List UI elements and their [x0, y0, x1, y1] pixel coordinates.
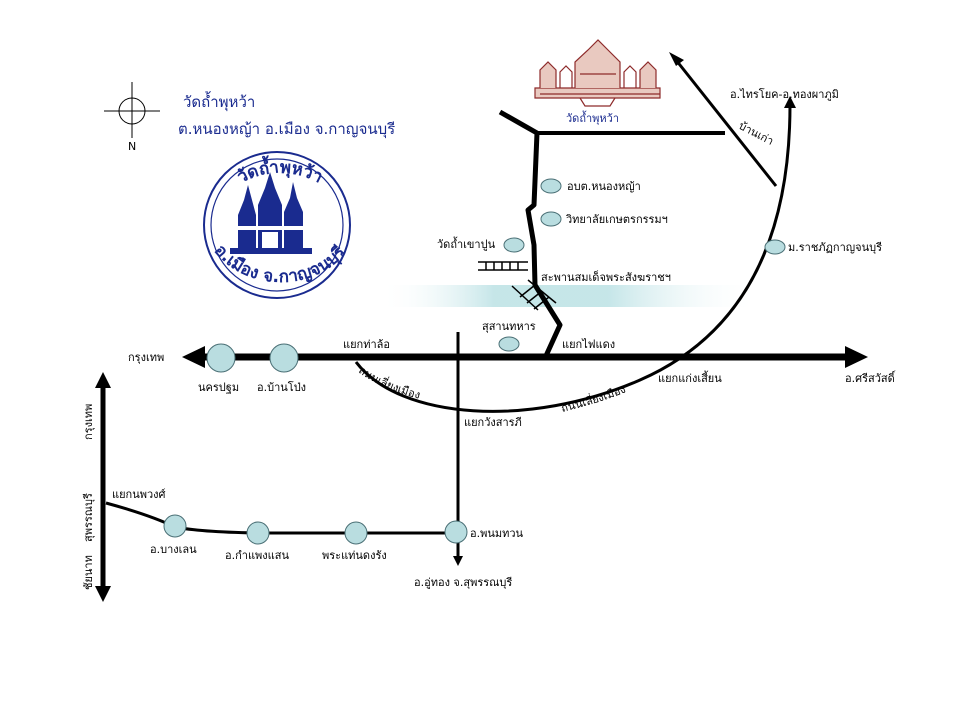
label-vertical-suphan: สุพรรณบุรี [82, 493, 95, 542]
lower-route [105, 501, 455, 535]
temple-road [498, 109, 563, 360]
label-college: วิทยาลัยเกษตรกรรมฯ [565, 213, 668, 226]
label-tha-lo: แยกท่าล้อ [343, 338, 390, 351]
temple-seal-logo: วัดถ้ำพุหว้า อ.เมือง จ.กาญจนบุรี [203, 151, 351, 299]
arrow-sai-yok-icon [669, 52, 778, 187]
label-road-bangkok: กรุงเทพ [128, 351, 164, 364]
marker-kamphaeng-saen[interactable] [246, 521, 270, 545]
label-nakhon-pathom: นครปฐม [198, 381, 239, 394]
arrow-right-icon [845, 346, 868, 368]
marker-khao-pun[interactable] [503, 237, 525, 253]
arrow-left-icon [182, 346, 205, 368]
label-kon-phuang: แยกนพวงศ์ [112, 488, 166, 501]
marker-college[interactable] [540, 211, 562, 227]
label-kamphaeng-saen: อ.กำแพงแสน [225, 549, 289, 562]
label-cemetery: สุสานทหาร [482, 320, 536, 333]
marker-bang-len[interactable] [163, 514, 187, 538]
marker-phanom-thuan[interactable] [444, 520, 468, 544]
label-vertical-chainat: ชัยนาท [82, 555, 95, 590]
label-road-si-sawat: อ.ศรีสวัสดิ์ [845, 370, 896, 385]
bypass-road [354, 104, 792, 413]
arrow-down-icon [453, 556, 463, 566]
page-subtitle: ต.หนองหญ้า อ.เมือง จ.กาญจนบุรี [178, 120, 395, 139]
label-kaeng-sian: แยกแก่งเสี้ยน [658, 370, 722, 385]
arrow-down-left-icon [95, 586, 111, 602]
marker-nakhon-pathom[interactable] [206, 343, 236, 373]
bridge-icon [478, 261, 557, 311]
label-ban-pong: อ.บ้านโป่ง [257, 380, 306, 394]
river [380, 285, 760, 307]
svg-text:ถนนเลี่ยงเมือง: ถนนเลี่ยงเมือง [356, 364, 422, 402]
label-road-u-thong: อ.อู่ทอง จ.สุพรรณบุรี [414, 576, 512, 589]
label-rajabhat: ม.ราชภัฏกาญจนบุรี [788, 241, 882, 254]
north-label: N [128, 140, 136, 153]
label-obt: อบต.หนองหญ้า [567, 180, 641, 193]
marker-obt[interactable] [540, 178, 562, 194]
marker-cemetery[interactable] [498, 336, 520, 352]
marker-phra-thaen[interactable] [344, 521, 368, 545]
marker-rajabhat[interactable] [764, 239, 786, 255]
compass-icon [104, 82, 160, 138]
label-khao-pun: วัดถ้ำเขาปูน [437, 236, 496, 251]
svg-text:ถนนเลี่ยงเมือง: ถนนเลี่ยงเมือง [560, 383, 628, 415]
temple-label: วัดถ้ำพุหว้า [566, 110, 619, 125]
label-vertical-bangkok: กรุงเทพ [82, 404, 95, 440]
label-phra-thaen: พระแท่นดงรัง [322, 549, 387, 562]
label-bridge: สะพานสมเด็จพระสังฆราชฯ [541, 270, 671, 284]
label-phanom-thuan: อ.พนมทวน [470, 527, 524, 540]
page-title: วัดถ้ำพุหว้า [183, 91, 255, 112]
label-wang-sarapi: แยกวังสารภี [464, 416, 522, 429]
arrow-up-icon [95, 372, 111, 388]
arrow-top-right-icon [784, 96, 796, 108]
label-bypass-left: ถนนเลี่ยงเมือง [356, 364, 422, 402]
temple-illustration [534, 39, 661, 107]
label-road-sai-yok: อ.ไทรโยค-อ.ทองผาภูมิ [730, 87, 839, 101]
label-bang-len: อ.บางเลน [150, 543, 197, 556]
label-bypass-right: ถนนเลี่ยงเมือง [560, 383, 628, 415]
label-fai-daeng: แยกไฟแดง [562, 338, 615, 351]
marker-ban-pong[interactable] [269, 343, 299, 373]
